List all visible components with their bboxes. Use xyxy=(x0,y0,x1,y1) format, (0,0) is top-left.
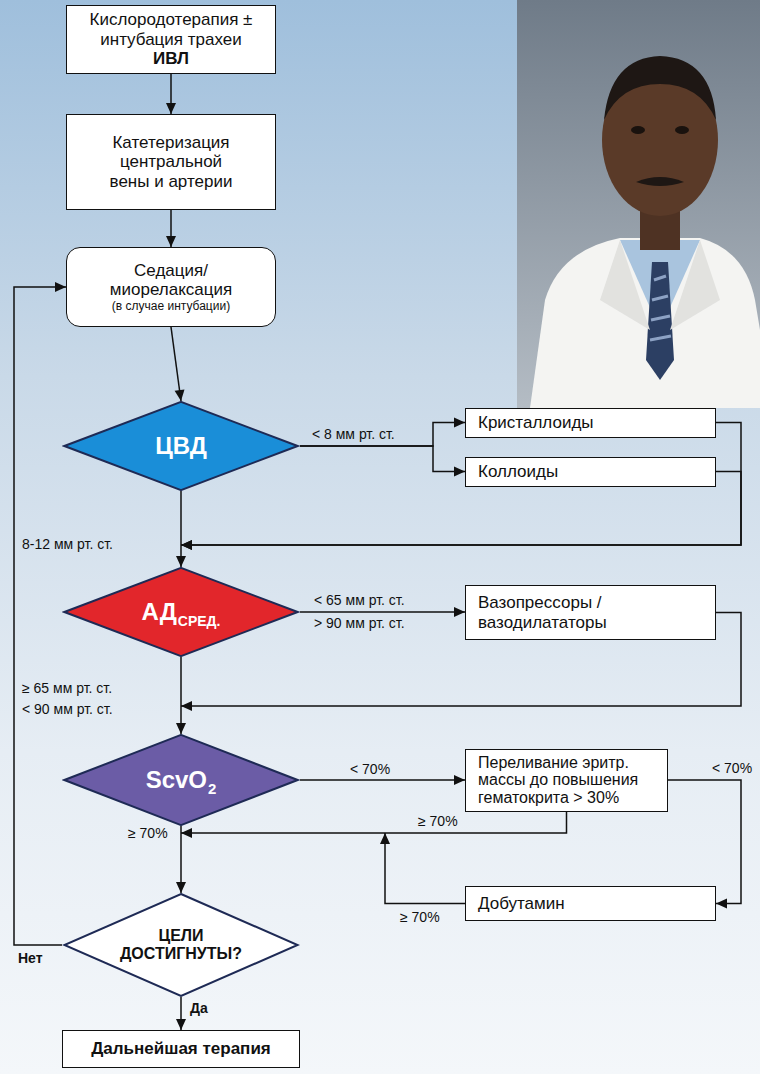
node-text: Добутамин xyxy=(478,894,565,914)
arrow-head xyxy=(176,723,186,734)
process-box: Катетеризация центральной вены и артерии xyxy=(66,114,276,210)
edge-label: ≥ 70% xyxy=(418,813,458,830)
coat-lapels xyxy=(600,240,720,330)
process-box: Дальнейшая терапия xyxy=(62,1030,300,1068)
diamond-shape xyxy=(64,402,297,490)
process-box: Кристаллоиды xyxy=(465,408,716,438)
connector-line xyxy=(668,780,741,904)
arrow-head xyxy=(166,103,176,114)
node-text: Коллоиды xyxy=(478,462,558,482)
edge-label: < 65 мм рт. ст. xyxy=(314,592,405,609)
edge-label: < 70% xyxy=(712,760,752,777)
edge-label: 8-12 мм рт. ст. xyxy=(22,536,113,553)
eye xyxy=(675,126,689,134)
arrow-head xyxy=(181,828,192,838)
edge-label: ≥ 65 мм рт. ст. xyxy=(22,680,112,697)
decision-diamond: ЦВД xyxy=(62,401,300,491)
node-text: ЦЕЛИ ДОСТИГНУТЫ? xyxy=(111,927,251,964)
flow-connector xyxy=(380,833,465,904)
tie xyxy=(646,262,674,380)
node-text: АД xyxy=(142,598,177,626)
edge-label: ≥ 70% xyxy=(128,825,168,842)
process-box: Кислородотерапия ± интубация трахеиИВЛ xyxy=(66,5,276,74)
condition-label: > 90 мм рт. ст. xyxy=(314,615,405,632)
edge-label: Нет xyxy=(18,950,43,967)
arrow-head xyxy=(181,540,192,550)
connector-line xyxy=(385,833,465,904)
connector-line xyxy=(171,327,181,401)
diamond-shape xyxy=(64,894,297,996)
arrow-head xyxy=(181,540,192,550)
flow-connector xyxy=(300,446,465,477)
flow-connector xyxy=(176,826,186,893)
process-box: Добутамин xyxy=(465,886,716,921)
node-text: Вазопрессоры / вазодилататоры xyxy=(478,593,628,632)
hair xyxy=(604,56,716,120)
connector-line xyxy=(300,446,465,472)
subscript-text: 2 xyxy=(208,780,216,797)
subscript-text: СРЕД. xyxy=(178,613,221,629)
connector-line xyxy=(180,491,182,567)
node-text: Переливание эритр. массы до повышения ге… xyxy=(478,754,657,807)
node-text: Седация/ миорелаксация xyxy=(91,261,251,300)
tie-stripes xyxy=(650,276,671,340)
decision-diamond: ЦЕЛИ ДОСТИГНУТЫ? xyxy=(62,893,300,997)
connector-line xyxy=(300,423,465,447)
connector-line xyxy=(300,779,465,781)
photo-ground xyxy=(517,0,760,408)
edge-label: Да xyxy=(190,1000,208,1017)
flow-connector xyxy=(300,418,465,447)
connector-line xyxy=(14,287,66,945)
flow-connector xyxy=(181,812,567,839)
process-box: Вазопрессоры / вазодилататоры xyxy=(465,585,716,640)
arrow-head xyxy=(181,701,192,711)
node-text: Дальнейшая терапия xyxy=(91,1039,271,1059)
node-text: Кристаллоиды xyxy=(478,413,594,433)
flow-connector xyxy=(176,491,186,567)
arrow-head xyxy=(454,607,465,617)
diamond-shape xyxy=(64,735,297,825)
connector-line xyxy=(300,611,465,613)
flow-connector xyxy=(171,327,184,401)
eye xyxy=(631,126,645,134)
flow-connector xyxy=(166,210,176,247)
connector-line xyxy=(181,812,567,834)
edge-label: ≥ 70% xyxy=(400,909,440,926)
arrow-head xyxy=(454,775,465,785)
moustache xyxy=(636,177,684,186)
arrow-head xyxy=(454,467,465,477)
arrow-head xyxy=(175,389,185,401)
decision-diamond: ScvO2 xyxy=(62,734,300,826)
arrow-head xyxy=(176,882,186,893)
process-box: Коллоиды xyxy=(465,457,716,487)
flow-connector xyxy=(176,997,186,1030)
diamond-shape xyxy=(64,568,297,656)
edge-label: < 8 мм рт. ст. xyxy=(312,426,395,443)
arrow-head xyxy=(176,1019,186,1030)
edge-label: < 70% xyxy=(350,761,390,778)
arrow-head xyxy=(454,418,465,428)
node-text: ИВЛ xyxy=(153,49,189,69)
diamond-outline xyxy=(62,567,300,657)
node-text: Кислородотерапия ± интубация трахеи xyxy=(75,10,267,49)
connector-line xyxy=(180,657,182,734)
rounded-process-box: Седация/ миорелаксация(в случае интубаци… xyxy=(66,247,276,327)
flow-connector xyxy=(176,657,186,734)
white-coat xyxy=(530,238,760,408)
arrow-head xyxy=(176,556,186,567)
process-box: Переливание эритр. массы до повышения ге… xyxy=(465,749,668,812)
flow-connector xyxy=(166,74,176,114)
node-text: ЦВД xyxy=(155,432,207,460)
condition-label: < 90 мм рт. ст. xyxy=(22,701,113,718)
arrow-head xyxy=(166,236,176,247)
arrow-head xyxy=(380,833,390,844)
flow-connector xyxy=(14,282,66,945)
node-text: (в случае интубации) xyxy=(112,300,230,314)
node-text: Катетеризация центральной вены и артерии xyxy=(100,133,242,192)
arrow-head xyxy=(716,899,727,909)
decision-diamond: АДСРЕД. xyxy=(62,567,300,657)
node-text: ScvO xyxy=(146,766,207,794)
arrow-head xyxy=(55,282,66,292)
